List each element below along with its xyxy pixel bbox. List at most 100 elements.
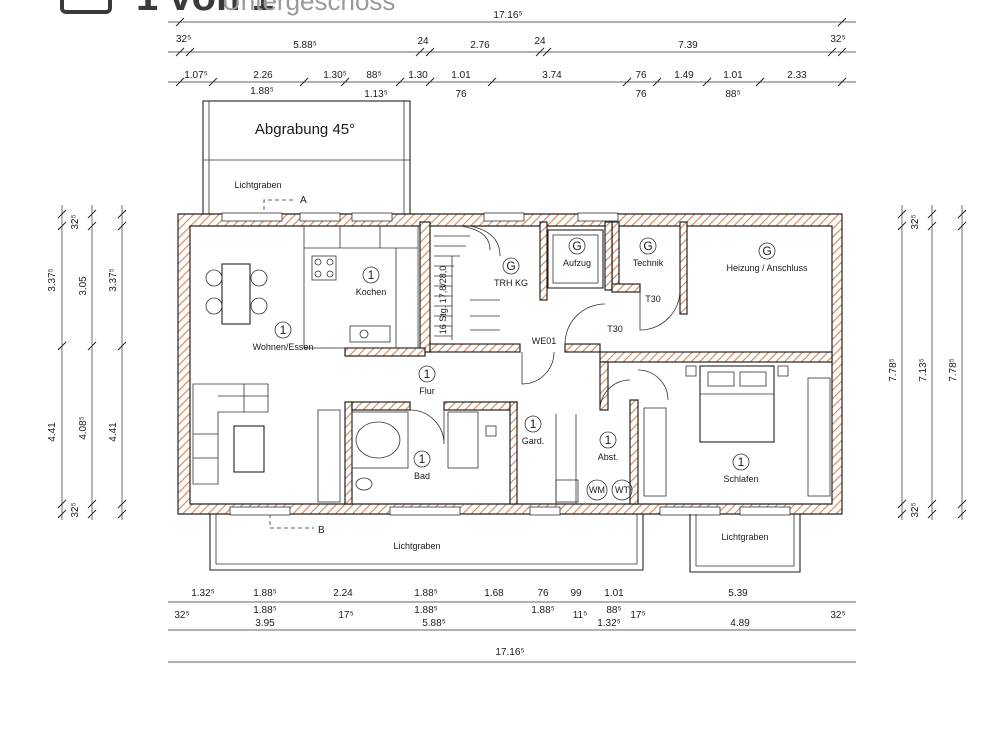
furniture — [192, 225, 831, 504]
room-number: 1 — [605, 433, 612, 447]
dim-bottom-total: 17.16⁵ — [495, 647, 524, 658]
door-t30-1: T30 — [645, 294, 661, 304]
section-a-label: A — [300, 195, 307, 206]
dim-r1-1: 5.88⁵ — [293, 40, 317, 51]
dim-r1-3: 2.76 — [470, 40, 490, 51]
dim-r1-0: 32⁵ — [176, 34, 191, 45]
dim-top-total: 17.16⁵ — [493, 10, 522, 21]
room-number: 1 — [424, 367, 431, 381]
dim-b2-2: 17⁵ — [338, 610, 353, 621]
elevator — [547, 229, 604, 289]
section-b-label: B — [318, 525, 325, 536]
dim-b2-6: 17⁵ — [630, 610, 645, 621]
lichtgraben-right-label: Lichtgraben — [721, 532, 768, 542]
dim-b2-5: 1.32⁵ — [597, 618, 621, 629]
room-marker-circle — [274, 321, 292, 339]
dim-left-in-0: 3.37⁵ — [108, 268, 119, 292]
dim-r2-sub-4: 88⁵ — [725, 89, 740, 100]
dim-r2-1: 2.26 — [253, 70, 273, 81]
room-name: Kochen — [356, 287, 387, 297]
dim-r1-5: 7.39 — [678, 40, 698, 51]
dim-b1-sub-2: 1.88⁵ — [531, 605, 555, 616]
stair-note: 16 Stg. 17,8/28,0 — [438, 266, 448, 335]
room-name: Gard. — [522, 436, 545, 446]
dim-b2-1: 3.95 — [255, 618, 275, 629]
page-counter: 1 von 1 — [136, 0, 274, 19]
dim-b1-1: 1.88⁵ — [253, 588, 277, 599]
dim-left-3: 32⁵ — [70, 502, 81, 517]
room-number: G — [506, 259, 515, 273]
room-name: Abst. — [598, 452, 619, 462]
dim-left-0: 32⁵ — [70, 214, 81, 229]
dryer-label: WT — [615, 485, 629, 495]
header: 1 von 1 Untergeschoss — [60, 0, 395, 19]
dim-r2-7: 76 — [635, 70, 647, 81]
room-marker-circle — [502, 257, 520, 275]
dim-r2-sub-3: 76 — [635, 89, 647, 100]
room-marker-circle — [413, 450, 431, 468]
section-marker-b: B — [269, 514, 325, 536]
dim-b1-5: 76 — [537, 588, 549, 599]
lichtgraben-top-label: Lichtgraben — [234, 180, 281, 190]
dim-left-2: 4.41 — [47, 422, 58, 442]
dim-r2-3: 88⁵ — [366, 70, 381, 81]
dim-r1-2: 24 — [417, 36, 429, 47]
dim-r2-6: 3.74 — [542, 70, 562, 81]
dim-b1-4: 1.68 — [484, 588, 504, 599]
dim-right-0: 32⁵ — [910, 214, 921, 229]
room-name: Flur — [419, 386, 435, 396]
room-technik: G Technik — [633, 237, 664, 268]
dim-b1-sub-3: 88⁵ — [606, 605, 621, 616]
dim-right-1: 7.78⁵ — [888, 358, 899, 382]
room-name: Schlafen — [723, 474, 758, 484]
washer-label: WM — [589, 485, 605, 495]
dim-b2-7: 4.89 — [730, 618, 750, 629]
dim-r2-sub-2: 76 — [455, 89, 467, 100]
room-number: 1 — [419, 452, 426, 466]
room-number: 1 — [530, 417, 537, 431]
room-name: Technik — [633, 258, 664, 268]
room-number: 1 — [280, 323, 287, 337]
room-number: 1 — [738, 455, 745, 469]
dim-b1-sub-1: 1.88⁵ — [414, 605, 438, 616]
dim-r2-sub-0: 1.88⁵ — [250, 86, 274, 97]
room-marker-circle — [524, 415, 542, 433]
page-icon — [60, 0, 112, 14]
room-number: G — [572, 239, 581, 253]
dim-r2-9: 1.01 — [723, 70, 743, 81]
abgrabung-label: Abgrabung 45° — [255, 121, 355, 138]
dim-r2-8: 1.49 — [674, 70, 694, 81]
room-marker-circle — [568, 237, 586, 255]
dim-b1-3: 1.88⁵ — [414, 588, 438, 599]
room-marker-circle — [758, 242, 776, 260]
dim-b2-3: 5.88⁵ — [422, 618, 446, 629]
doors — [409, 289, 681, 445]
floor-title: Untergeschoss — [222, 0, 395, 16]
dim-r2-5: 1.01 — [451, 70, 471, 81]
dim-r2-4: 1.30 — [408, 70, 428, 81]
dim-left-1: 3.37⁵ — [47, 268, 58, 292]
dim-right-4: 32⁵ — [910, 502, 921, 517]
room-marker-circle — [599, 431, 617, 449]
right-dimensions: 32⁵ 7.78⁵ 7.13⁵ 7.78⁵ 32⁵ — [888, 205, 967, 520]
top-dimensions: 17.16⁵ 32⁵ 5.88⁵ 24 2.76 24 7.39 32⁵ 1.0… — [168, 10, 856, 100]
room-number: G — [643, 239, 652, 253]
dim-r2-10: 2.33 — [787, 70, 807, 81]
room-marker-circle — [362, 266, 380, 284]
room-marker-circle — [418, 365, 436, 383]
dim-right-2: 7.13⁵ — [918, 358, 929, 382]
room-name: Wohnen/Essen — [253, 342, 314, 352]
dim-r2-0: 1.07⁵ — [184, 70, 208, 81]
lichtgraben-bottom-label: Lichtgraben — [393, 541, 440, 551]
unit-we01: WE01 — [532, 336, 557, 346]
dim-b1-0: 1.32⁵ — [191, 588, 215, 599]
dim-b1-8: 5.39 — [728, 588, 748, 599]
